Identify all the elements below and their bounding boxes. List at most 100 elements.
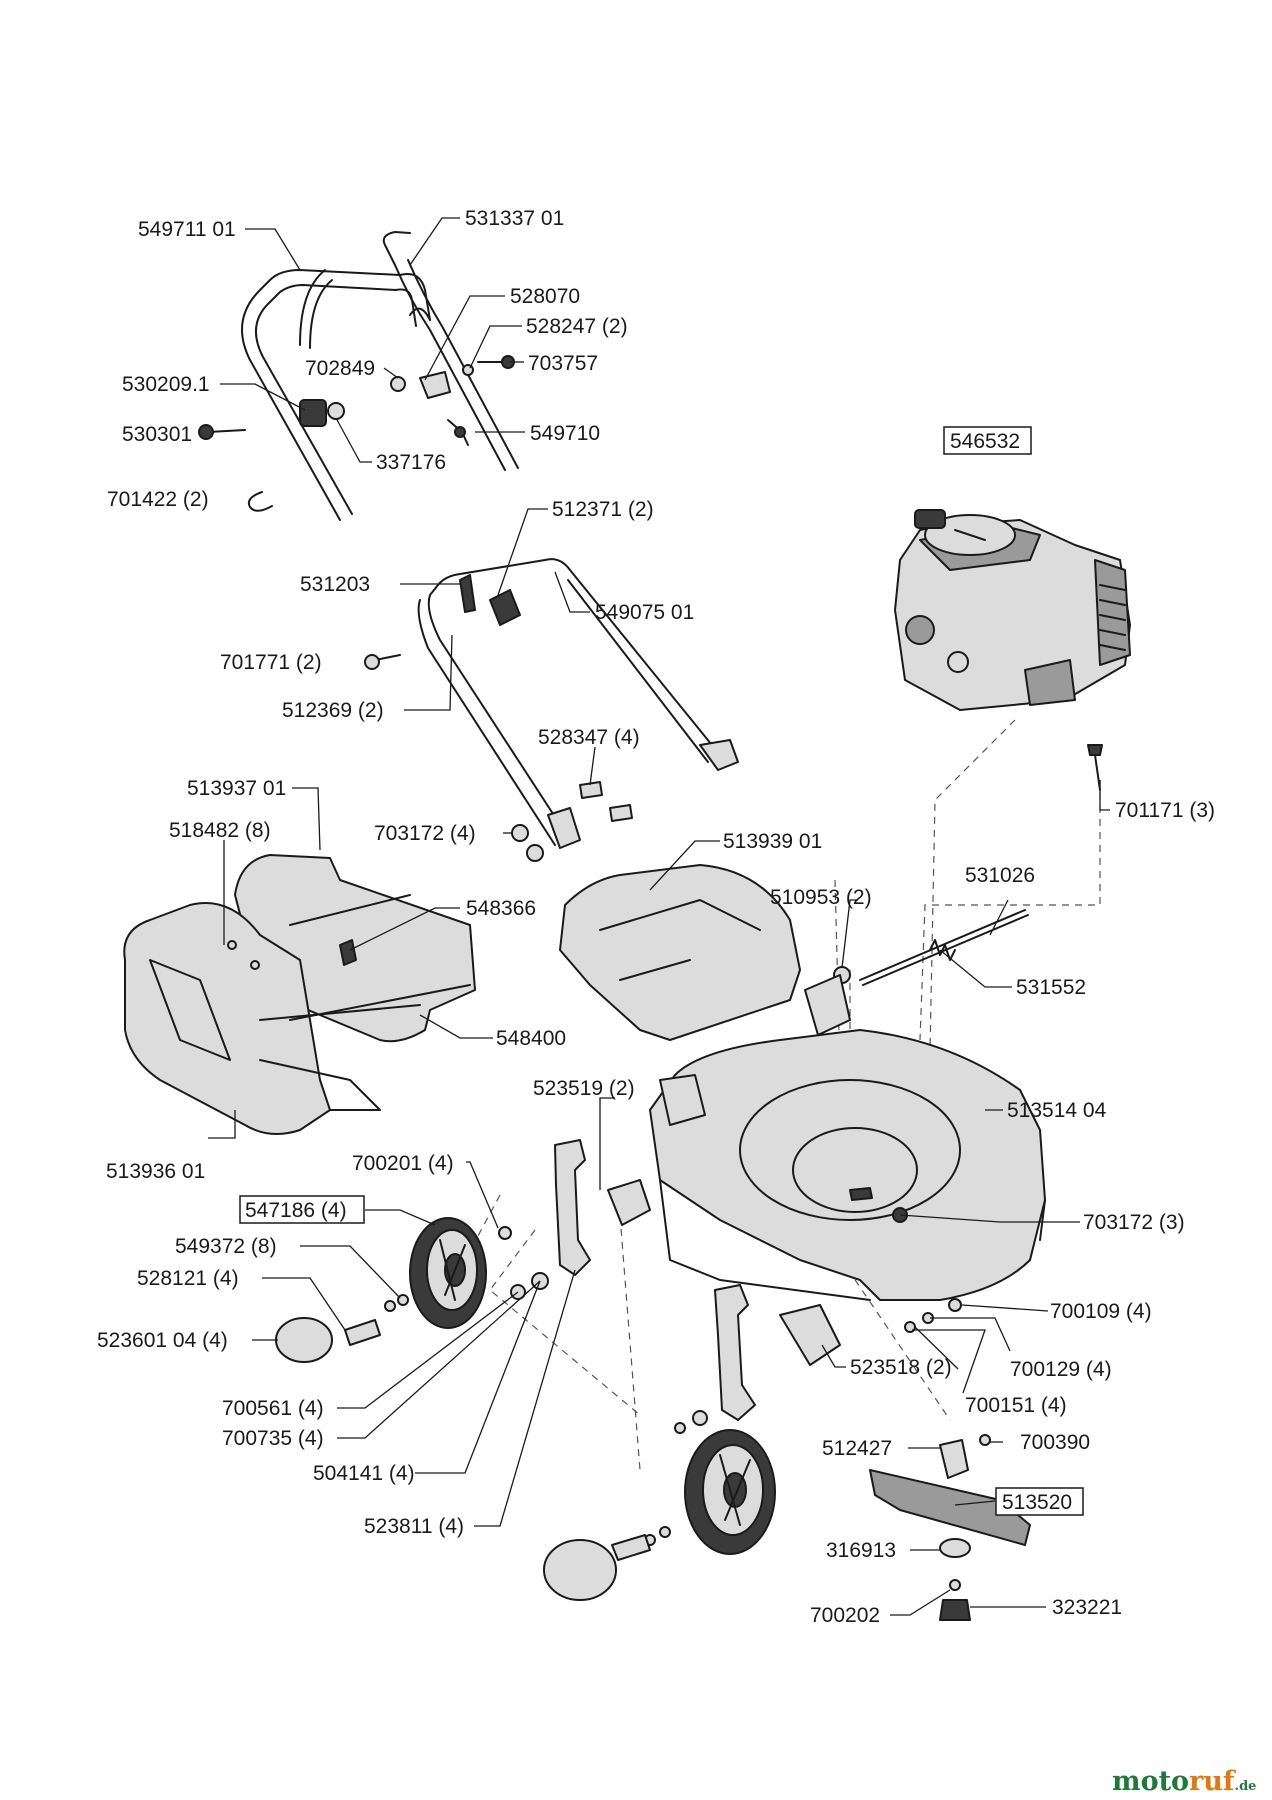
rear-wheel-547186-icon	[409, 1217, 487, 1329]
label-337176: 337176	[376, 451, 446, 474]
label-701422: 701422 (2)	[107, 488, 209, 511]
bracket-side-icon	[804, 974, 851, 1036]
nut-700109-icon	[948, 1298, 962, 1312]
label-316913: 316913	[826, 1539, 896, 1562]
label-523601-04: 523601 04 (4)	[97, 1329, 228, 1352]
label-700109: 700109 (4)	[1050, 1300, 1152, 1323]
label-528121: 528121 (4)	[137, 1267, 239, 1290]
label-531337-01: 531337 01	[465, 207, 564, 230]
label-512427: 512427	[822, 1437, 892, 1460]
watermark-logo: motoruf.de	[1112, 1766, 1256, 1797]
mower-deck-513514-icon	[649, 1029, 1046, 1301]
leader-lines	[208, 217, 1110, 1616]
label-530301: 530301	[122, 423, 192, 446]
label-549711-01: 549711 01	[138, 218, 236, 241]
label-700390: 700390	[1020, 1431, 1090, 1454]
bolt-530301-icon	[207, 429, 246, 433]
label-528070: 528070	[510, 285, 580, 308]
label-701171: 701171 (3)	[1115, 799, 1215, 822]
label-701771: 701771 (2)	[220, 651, 322, 674]
label-702849: 702849	[305, 357, 375, 380]
label-549075-01: 549075 01	[595, 601, 694, 624]
label-548400: 548400	[496, 1027, 566, 1050]
grass-catcher-assembly	[123, 854, 476, 1135]
label-531026: 531026	[965, 864, 1035, 887]
height-adjuster-523811-icon	[554, 1139, 591, 1276]
bolt-528121-icon	[344, 1319, 381, 1346]
label-box-547186	[239, 1195, 365, 1224]
label-513939-01: 513939 01	[723, 830, 822, 853]
spring-531552-icon	[929, 939, 956, 961]
upper-handle-assembly	[198, 231, 519, 521]
label-531552: 531552	[1016, 976, 1086, 999]
label-504141: 504141 (4)	[313, 1462, 415, 1485]
bag-513936-icon	[123, 902, 331, 1135]
label-548366: 548366	[466, 897, 536, 920]
label-513514-04: 513514 04	[1007, 1099, 1107, 1122]
label-530209-1: 530209.1	[122, 373, 210, 396]
washer-549372-icon	[397, 1294, 409, 1306]
label-703757: 703757	[528, 352, 598, 375]
label-549710: 549710	[530, 422, 600, 445]
label-700202: 700202	[810, 1604, 880, 1627]
label-531203: 531203	[300, 573, 370, 596]
label-703172-4: 703172 (4)	[374, 822, 476, 845]
front-hubcap-icon	[543, 1539, 617, 1601]
label-518482: 518482 (8)	[169, 819, 271, 842]
washer-316913-icon	[939, 1538, 971, 1558]
screw-518482-icon	[227, 940, 237, 950]
label-512369: 512369 (2)	[282, 699, 384, 722]
hubcap-523601-icon	[275, 1317, 333, 1363]
label-510953: 510953 (2)	[770, 886, 872, 909]
label-703172-3: 703172 (3)	[1083, 1211, 1185, 1234]
bracket-523519-icon	[607, 1179, 651, 1226]
bracket-528070-icon	[419, 371, 451, 399]
nut-702849-icon	[390, 376, 406, 392]
lower-handle-assembly	[364, 558, 739, 862]
clip-701422-icon	[247, 491, 273, 512]
label-box-513520	[995, 1487, 1084, 1516]
key-700390-icon	[979, 1434, 991, 1446]
label-549372: 549372 (8)	[175, 1235, 277, 1258]
label-523518: 523518 (2)	[850, 1356, 952, 1379]
deflector-513939-icon	[559, 864, 801, 1041]
label-547186: 547186 (4)	[245, 1199, 347, 1222]
label-513936-01: 513936 01	[106, 1160, 205, 1183]
knob-512371-icon	[489, 589, 521, 626]
blade-adapter-512427-icon	[939, 1439, 969, 1479]
label-700129: 700129 (4)	[1010, 1358, 1112, 1381]
label-700151: 700151 (4)	[965, 1394, 1067, 1417]
label-box-546532	[943, 426, 1032, 455]
label-523519: 523519 (2)	[533, 1077, 635, 1100]
label-323221: 323221	[1052, 1596, 1122, 1619]
clip-531203-icon	[459, 574, 476, 613]
bracket-523518-icon	[779, 1304, 841, 1366]
oil-cap-icon	[905, 615, 935, 645]
label-528347: 528347 (4)	[538, 726, 640, 749]
bracket-548366-icon	[339, 939, 357, 966]
label-700201: 700201 (4)	[352, 1152, 454, 1175]
rod-548400-icon	[289, 984, 471, 1021]
part-labels: 549711 01 531337 01 528070 528247 (2) 70…	[97, 207, 1215, 1627]
label-523811: 523811 (4)	[364, 1515, 464, 1538]
axle-531026-icon	[859, 909, 1026, 981]
label-700561: 700561 (4)	[222, 1397, 324, 1420]
height-adjuster-front-icon	[714, 1284, 756, 1421]
pull-start-handle-icon	[914, 509, 946, 529]
label-700735: 700735 (4)	[222, 1427, 324, 1450]
nut-337176-icon	[327, 402, 345, 420]
washer-700202-icon	[949, 1579, 961, 1591]
bolt-323221-icon	[939, 1599, 971, 1621]
engine-assembly	[894, 509, 1131, 711]
bolt-701171-icon	[1087, 744, 1103, 791]
washer-700201-icon	[498, 1226, 512, 1240]
label-546532: 546532	[950, 430, 1020, 453]
label-513520: 513520	[1002, 1491, 1072, 1514]
label-513937-01: 513937 01	[187, 777, 286, 800]
label-528247: 528247 (2)	[526, 315, 628, 338]
washer-528247-icon	[462, 364, 474, 376]
cable-clip-icon	[299, 399, 327, 427]
label-512371: 512371 (2)	[552, 498, 654, 521]
front-wheel-icon	[684, 1429, 776, 1555]
